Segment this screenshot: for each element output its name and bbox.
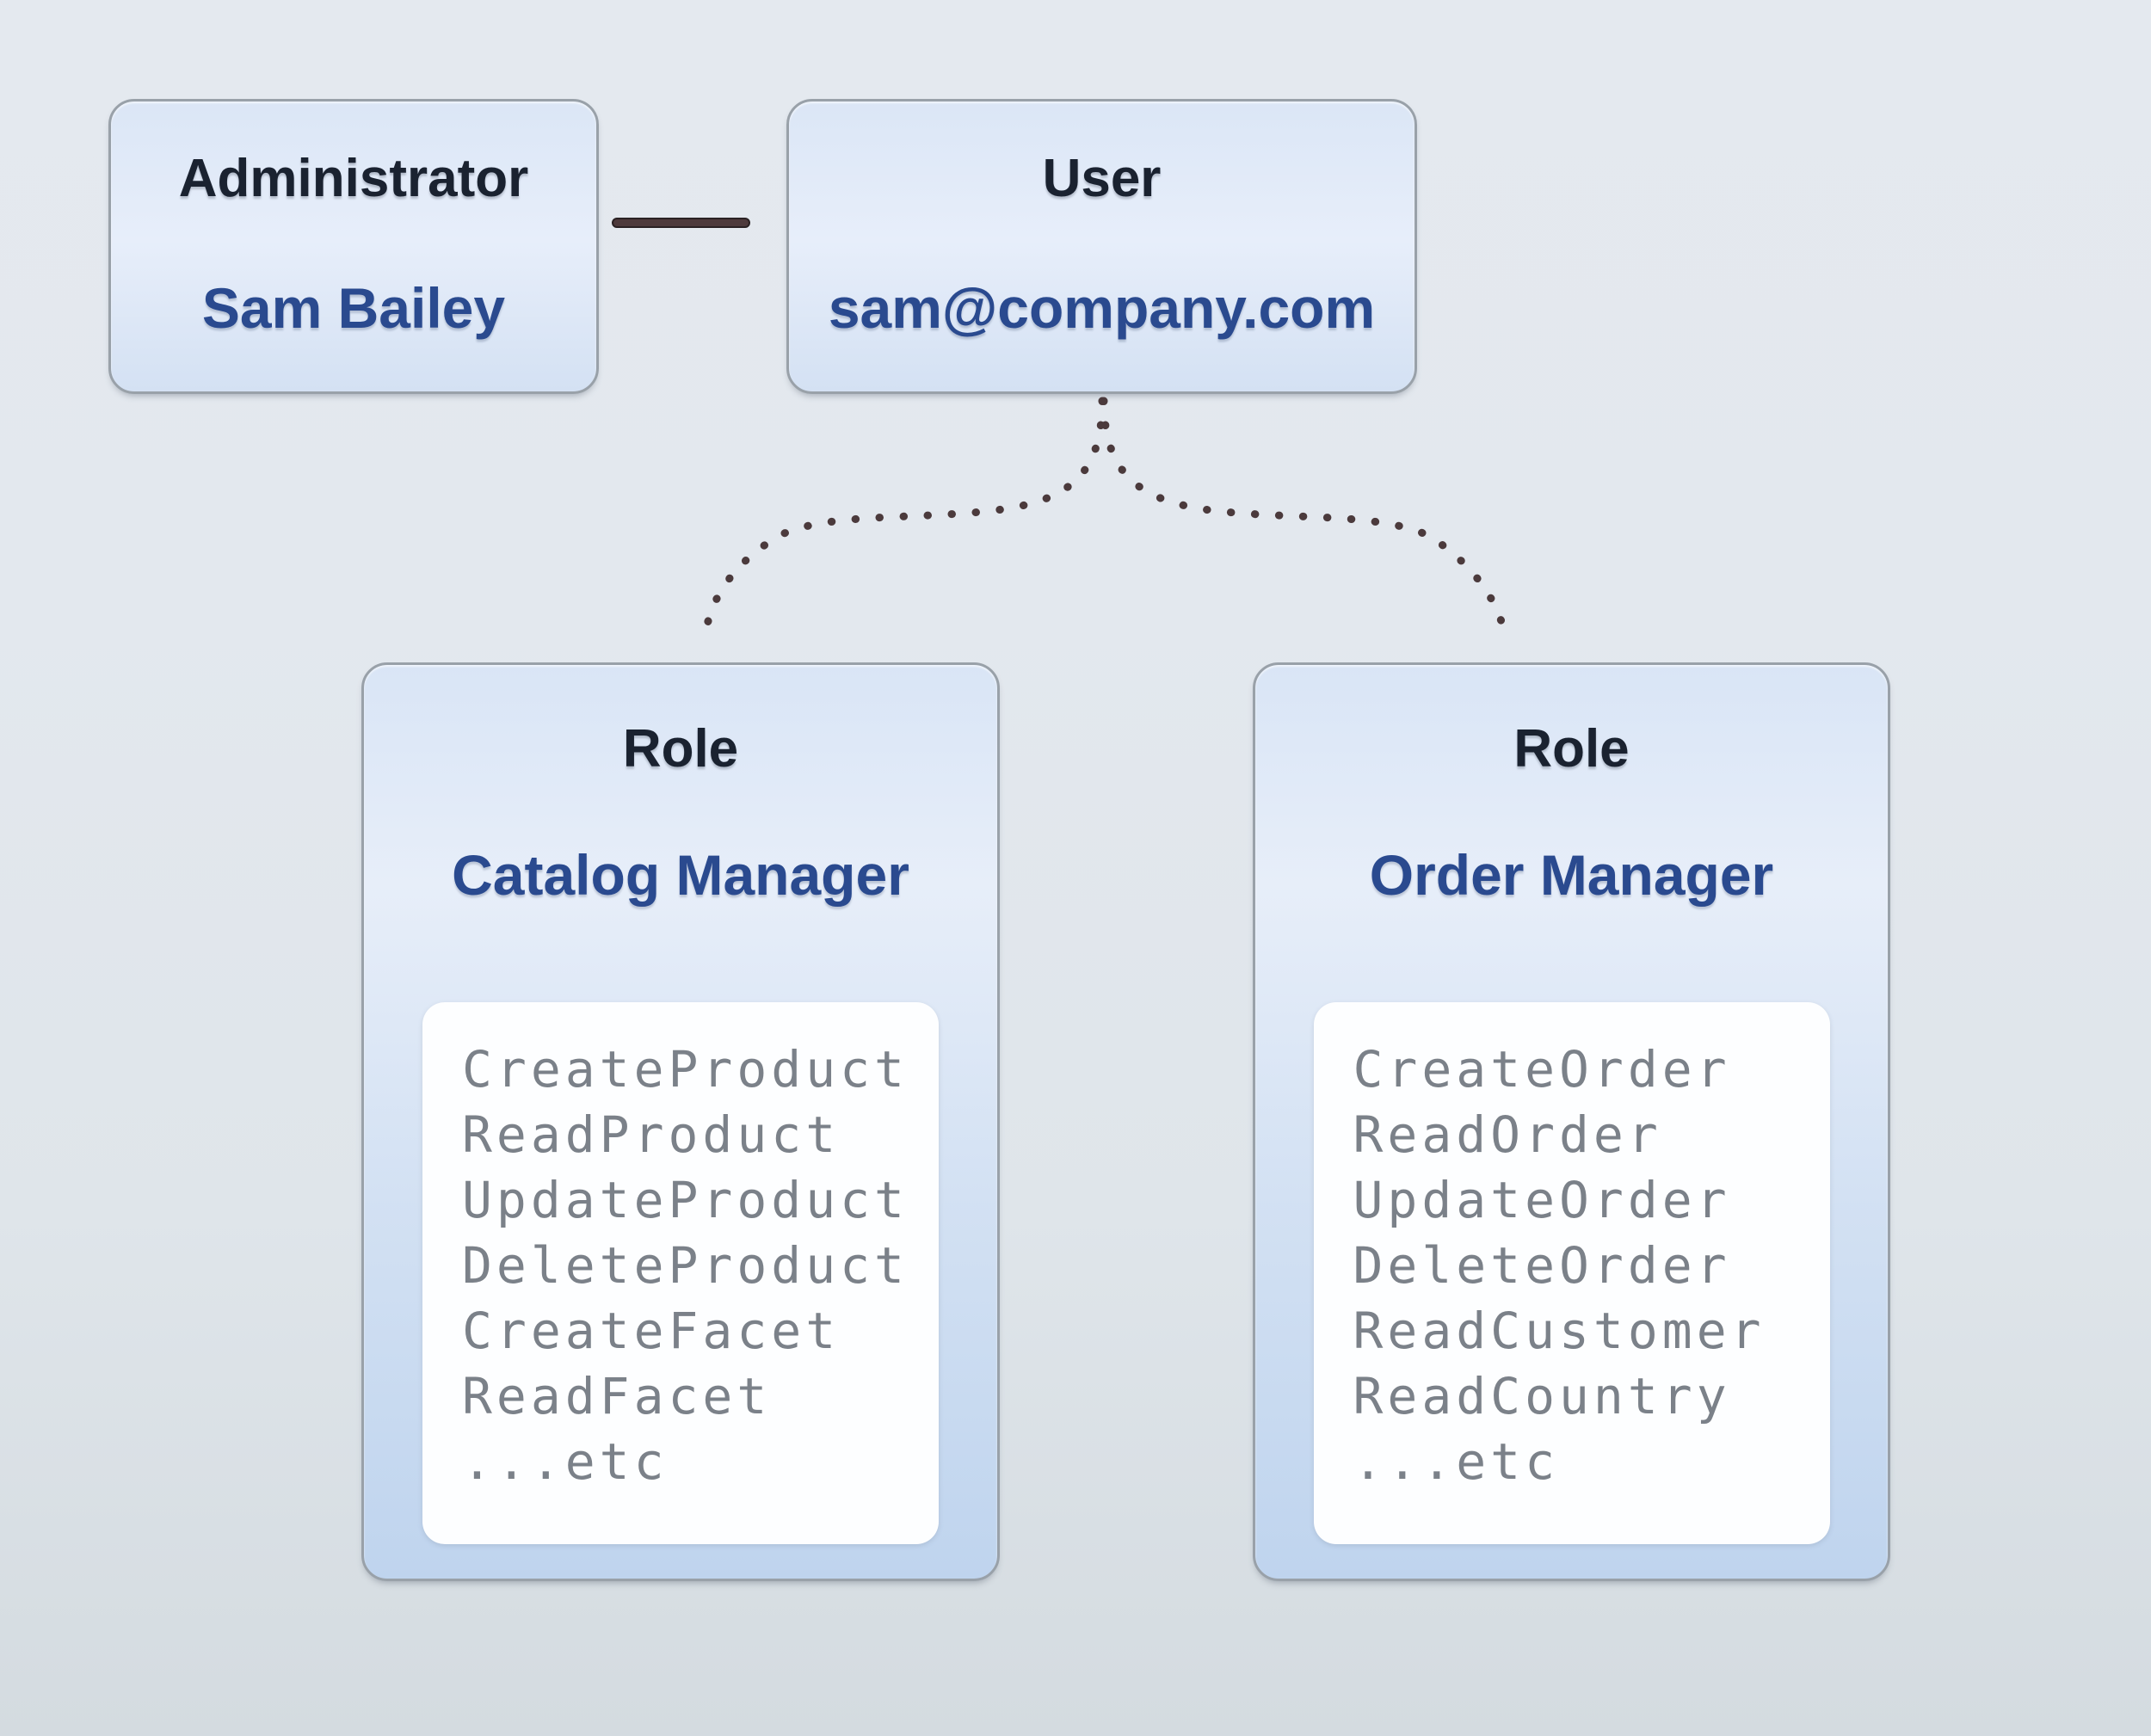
role-card-order-manager: Role Order Manager CreateOrder ReadOrder… — [1253, 662, 1890, 1581]
permission-item: ...etc — [462, 1432, 669, 1491]
administrator-name: Sam Bailey — [201, 276, 506, 340]
admin-user-association-line — [612, 218, 750, 228]
permission-item: ReadCountry — [1353, 1367, 1731, 1425]
role-name: Order Manager — [1369, 843, 1774, 907]
dotted-link-left — [703, 397, 1106, 629]
permission-item: DeleteProduct — [462, 1236, 909, 1295]
permission-item: ReadCustomer — [1353, 1302, 1766, 1360]
permission-item: UpdateProduct — [462, 1171, 909, 1229]
permission-item: CreateFacet — [462, 1302, 841, 1360]
permission-item: ReadFacet — [462, 1367, 772, 1425]
permission-item: CreateProduct — [462, 1040, 909, 1099]
permission-item: CreateOrder — [1353, 1040, 1731, 1099]
permissions-panel: CreateOrder ReadOrder UpdateOrder Delete… — [1313, 1002, 1830, 1544]
permission-item: UpdateOrder — [1353, 1171, 1731, 1229]
user-email: sam@company.com — [828, 276, 1376, 340]
administrator-card: Administrator Sam Bailey — [108, 99, 599, 394]
permission-item: ReadProduct — [462, 1105, 841, 1164]
permission-item: ...etc — [1353, 1432, 1560, 1491]
administrator-title: Administrator — [178, 149, 529, 208]
role-title: Role — [1513, 719, 1630, 779]
permissions-panel: CreateProduct ReadProduct UpdateProduct … — [422, 1002, 939, 1544]
role-card-catalog-manager: Role Catalog Manager CreateProduct ReadP… — [361, 662, 1000, 1581]
role-name: Catalog Manager — [452, 843, 909, 907]
role-title: Role — [622, 719, 739, 779]
dotted-link-right — [1100, 397, 1507, 629]
permission-item: ReadOrder — [1353, 1105, 1662, 1164]
user-title: User — [1042, 149, 1162, 208]
permission-item: DeleteOrder — [1353, 1236, 1731, 1295]
user-card: User sam@company.com — [786, 99, 1417, 394]
